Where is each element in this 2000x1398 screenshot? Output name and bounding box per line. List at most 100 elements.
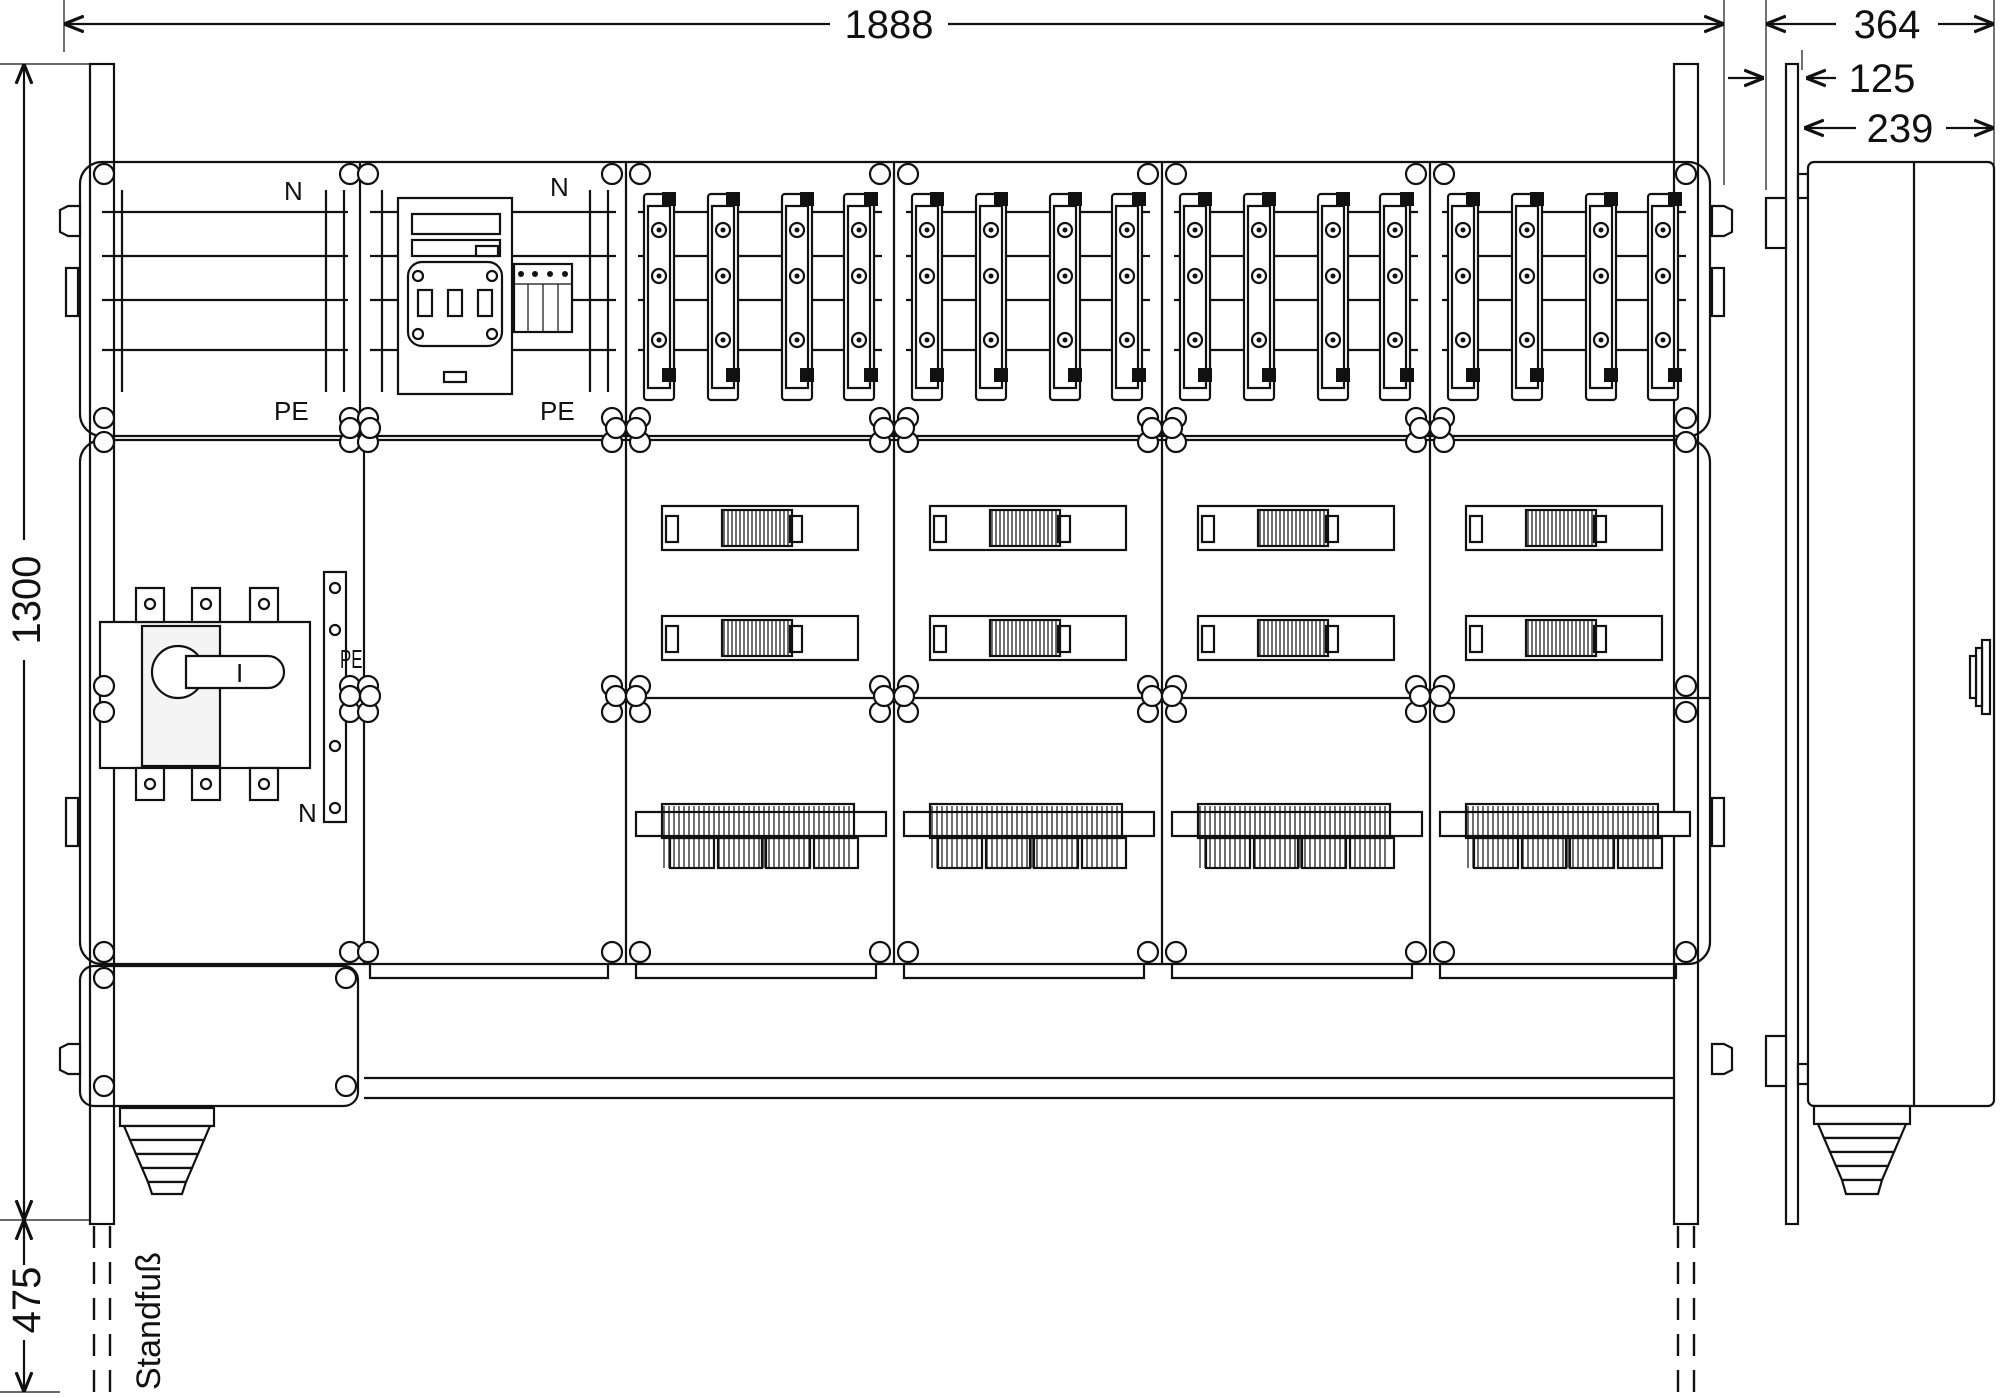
fuse-contact-dot bbox=[720, 227, 726, 233]
busbar-clamp bbox=[1530, 368, 1544, 382]
device-grille bbox=[1259, 510, 1325, 546]
terminal-block-lower bbox=[1032, 836, 1080, 870]
neutral-label-2: N bbox=[550, 172, 569, 202]
fuse-contact-dot bbox=[1256, 227, 1262, 233]
busbar-clamp bbox=[994, 192, 1008, 206]
corner-screw bbox=[868, 940, 892, 964]
terminal-strip bbox=[1170, 802, 1424, 870]
corner-screw bbox=[624, 684, 648, 708]
terminal-block-lower bbox=[936, 836, 984, 870]
terminal-block-lower bbox=[1348, 836, 1396, 870]
fuse-contact-dot bbox=[1524, 273, 1530, 279]
corner-screw bbox=[1674, 430, 1698, 454]
fuse-contact-dot bbox=[988, 227, 994, 233]
corner-screw bbox=[1432, 940, 1456, 964]
fuse-contact-dot bbox=[1598, 227, 1604, 233]
corner-screw bbox=[1432, 162, 1456, 186]
busbar-clamp bbox=[1336, 192, 1350, 206]
busbar-clamp bbox=[1068, 368, 1082, 382]
corner-screw bbox=[892, 416, 916, 440]
corner-screw bbox=[92, 430, 116, 454]
distribution-section-4 bbox=[1438, 192, 1692, 870]
busbar-clamp bbox=[1604, 192, 1618, 206]
corner-screw bbox=[872, 684, 896, 708]
fuse-base-group bbox=[906, 192, 1150, 402]
busbar-clamp bbox=[1198, 368, 1212, 382]
corner-screw bbox=[1404, 940, 1428, 964]
busbar-clamp bbox=[1466, 368, 1480, 382]
busbar-clamp bbox=[726, 192, 740, 206]
mounting-clips bbox=[58, 204, 1734, 1076]
busbar-clamp bbox=[662, 368, 676, 382]
corner-screw bbox=[1160, 684, 1184, 708]
cable-gland bbox=[118, 1106, 216, 1196]
fuse-contact-dot bbox=[1660, 273, 1666, 279]
fuse-contact-dot bbox=[924, 273, 930, 279]
fuse-contact-dot bbox=[1062, 273, 1068, 279]
fuse-contact-dot bbox=[1660, 337, 1666, 343]
fuse-contact-dot bbox=[1124, 337, 1130, 343]
terminal-block-lower bbox=[812, 836, 860, 870]
device-end-clip bbox=[664, 624, 680, 654]
busbar-clamp bbox=[1068, 192, 1082, 206]
terminal-block-lower bbox=[764, 836, 812, 870]
pe-label-1: PE bbox=[274, 396, 309, 426]
fuse-base-group bbox=[1442, 192, 1686, 402]
corner-screw bbox=[334, 966, 358, 990]
fuse-contact-dot bbox=[794, 273, 800, 279]
corner-screw bbox=[1674, 406, 1698, 430]
modular-device-row bbox=[1464, 504, 1664, 552]
fuse-contact-dot bbox=[656, 273, 662, 279]
corner-screw bbox=[1674, 700, 1698, 724]
depth-total-label: 364 bbox=[1854, 3, 1921, 47]
fuse-contact-dot bbox=[1460, 337, 1466, 343]
busbar-clamp bbox=[1530, 192, 1544, 206]
fuse-contact-dot bbox=[1192, 273, 1198, 279]
corner-screw bbox=[338, 684, 362, 708]
busbar-clamp bbox=[1466, 192, 1480, 206]
corner-screw bbox=[1140, 416, 1164, 440]
fuse-contact-dot bbox=[1598, 337, 1604, 343]
corner-screw bbox=[92, 162, 116, 186]
distribution-section-1 bbox=[634, 192, 888, 870]
depth-housing-label: 239 bbox=[1867, 107, 1934, 151]
fuse-contact-dot bbox=[1330, 337, 1336, 343]
busbar-clamp bbox=[662, 192, 676, 206]
fuse-contact-dot bbox=[1392, 273, 1398, 279]
terminal-strip bbox=[634, 802, 888, 870]
fuse-contact-dot bbox=[856, 273, 862, 279]
corner-screw bbox=[872, 416, 896, 440]
busbar-clamp bbox=[1400, 192, 1414, 206]
terminal-block-lower bbox=[1300, 836, 1348, 870]
stand-foot-label: Standfuß bbox=[130, 1252, 168, 1390]
fuse-contact-dot bbox=[1062, 337, 1068, 343]
terminal-block-lower bbox=[984, 836, 1032, 870]
fuse-contact-dot bbox=[988, 273, 994, 279]
busbar-clamp bbox=[1262, 192, 1276, 206]
switch-position-label: I bbox=[236, 658, 243, 688]
corner-screw bbox=[624, 416, 648, 440]
device-end-clip bbox=[1200, 514, 1216, 544]
busbar-panel-1: N PE bbox=[102, 176, 348, 426]
device-body bbox=[988, 618, 1062, 658]
fuse-and-terminal-layer bbox=[634, 192, 1692, 870]
device-body bbox=[1524, 618, 1598, 658]
fuse-contact-dot bbox=[794, 227, 800, 233]
device-grille bbox=[723, 620, 789, 656]
corner-screw bbox=[868, 162, 892, 186]
main-fuse-panel: N PE bbox=[370, 172, 616, 426]
device-end-clip bbox=[932, 514, 948, 544]
corner-screw bbox=[1674, 674, 1698, 698]
modular-device-row bbox=[1196, 504, 1396, 552]
fuse-contact-dot bbox=[656, 227, 662, 233]
busbar-clamp bbox=[864, 192, 878, 206]
fuse-contact-dot bbox=[1524, 337, 1530, 343]
dimension-depth: 364 125 239 bbox=[1728, 0, 1995, 640]
fuse-contact-dot bbox=[794, 337, 800, 343]
device-body bbox=[720, 618, 794, 658]
modular-device-row bbox=[928, 614, 1128, 662]
corner-screw bbox=[358, 416, 382, 440]
corner-screw bbox=[1164, 162, 1188, 186]
height-dimension-label: 1300 bbox=[5, 556, 49, 645]
device-end-clip bbox=[1200, 624, 1216, 654]
